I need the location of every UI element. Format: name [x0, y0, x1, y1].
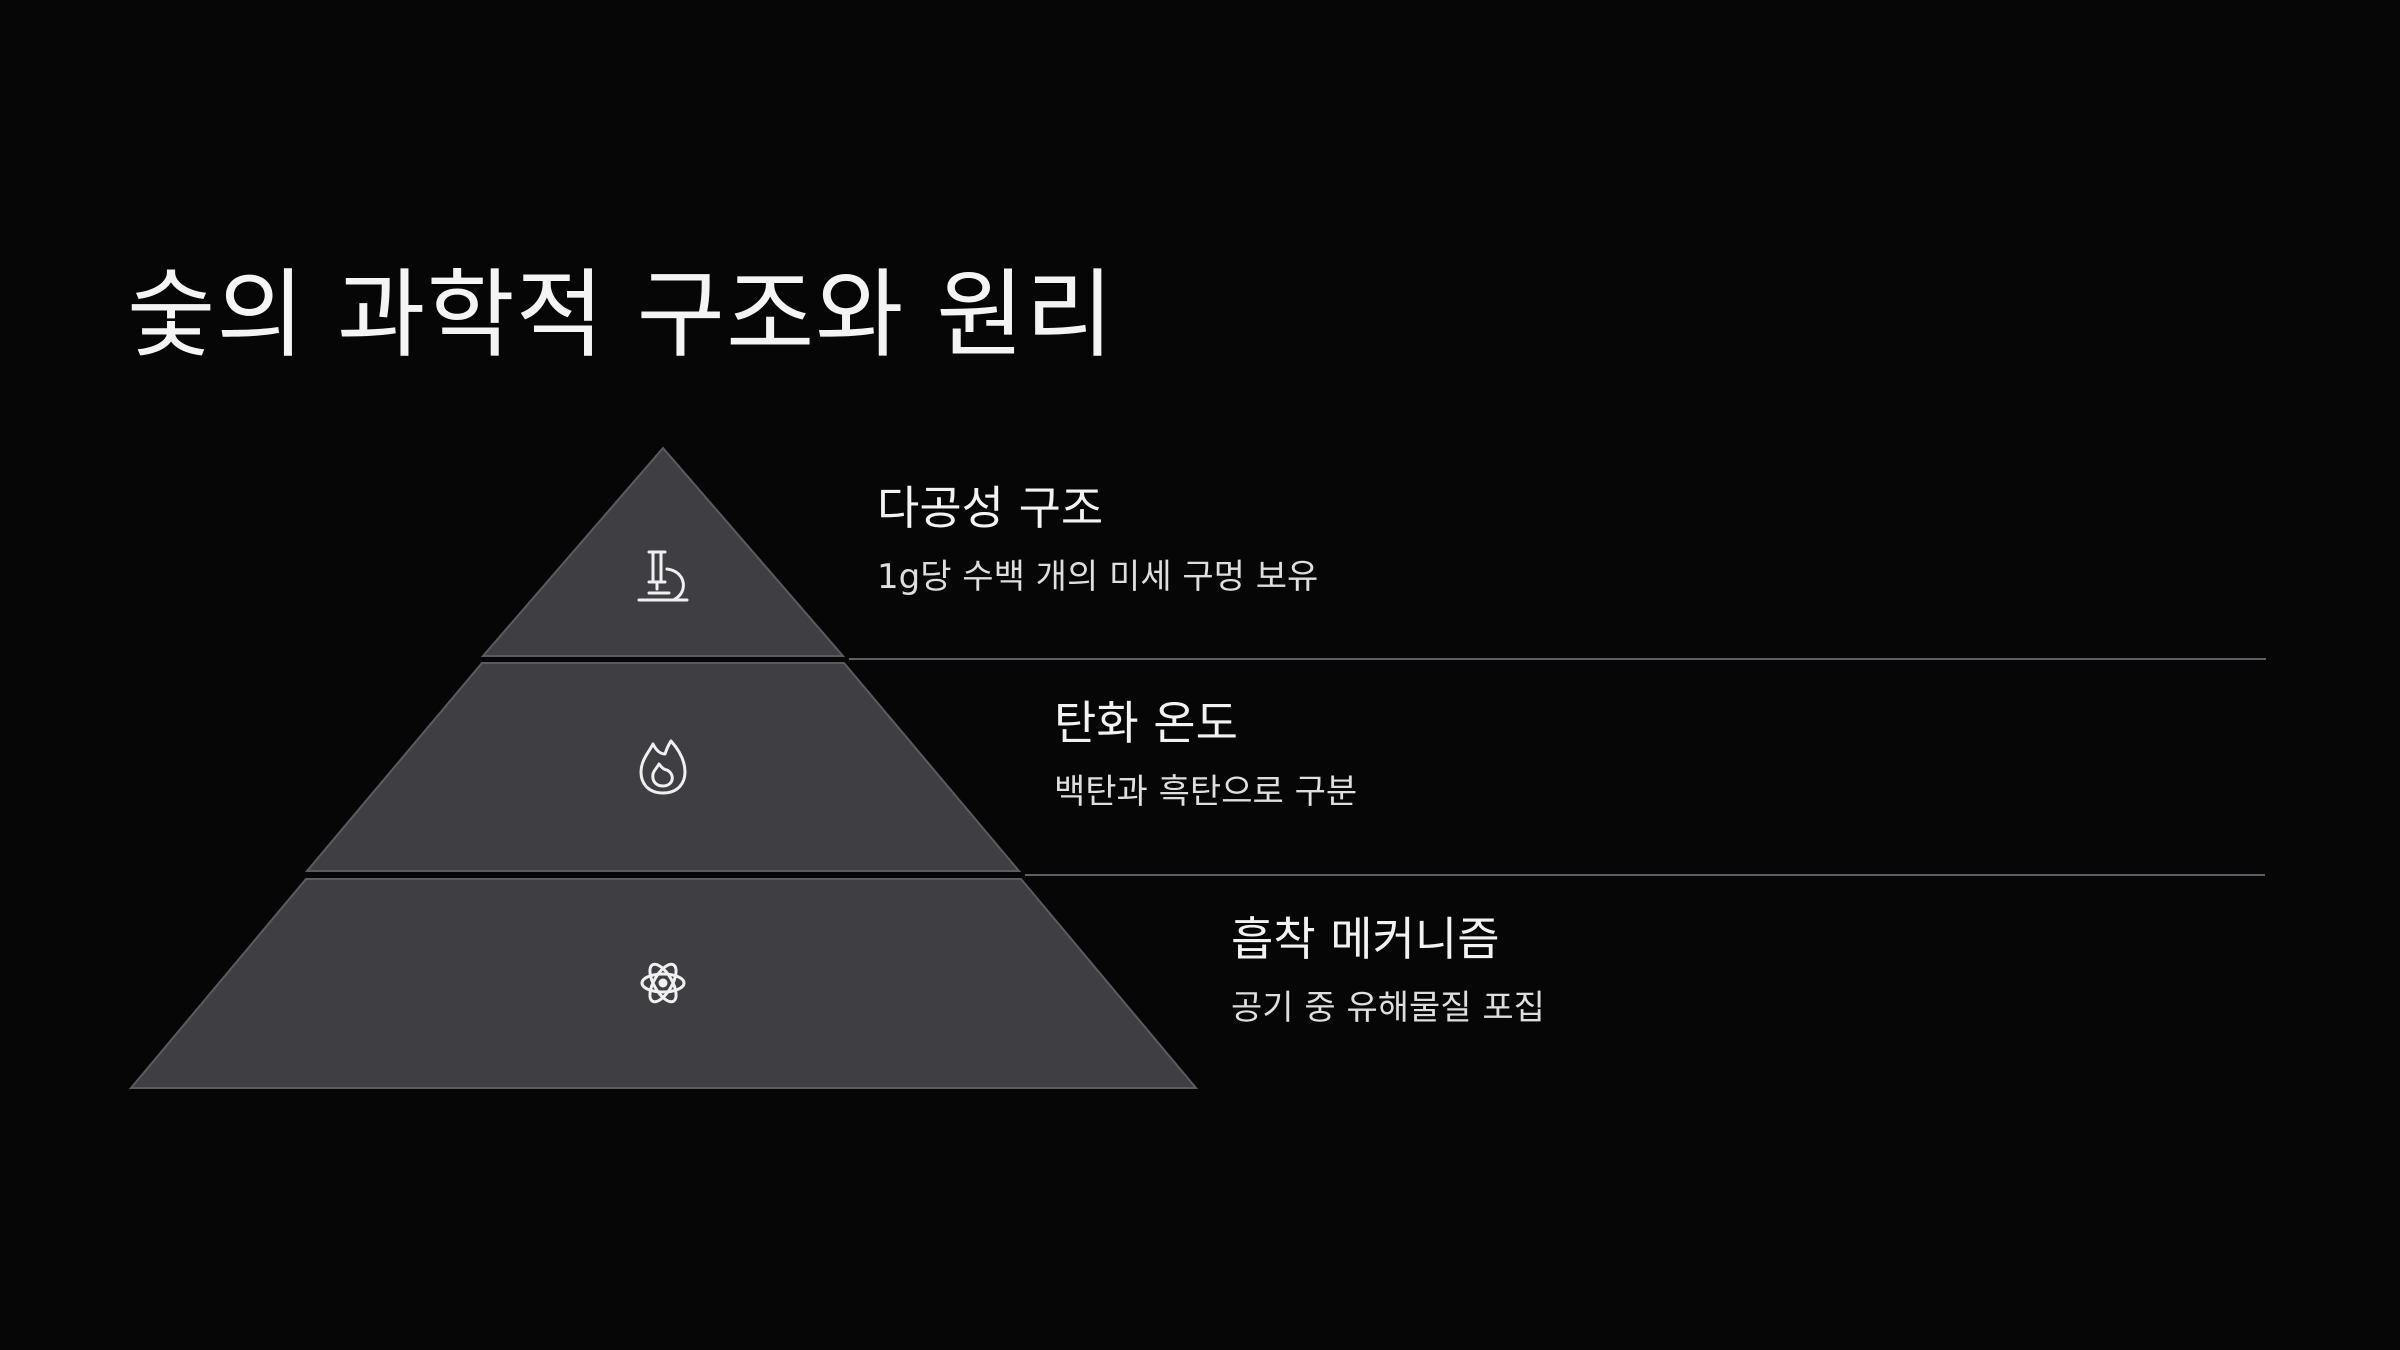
level-label-1: 다공성 구조 1g당 수백 개의 미세 구멍 보유 — [877, 479, 1318, 599]
divider-line — [1025, 874, 2265, 876]
level-label-3: 흡착 메커니즘 공기 중 유해물질 포집 — [1231, 910, 1545, 1030]
level-description: 1g당 수백 개의 미세 구멍 보유 — [877, 557, 1319, 597]
microscope-icon — [637, 550, 689, 602]
level-description: 백탄과 흑탄으로 구분 — [1054, 772, 1358, 812]
level-heading: 다공성 구조 — [877, 481, 1104, 535]
flame-icon — [639, 739, 687, 795]
slide-title: 숯의 과학적 구조와 원리 — [127, 259, 1115, 371]
level-heading: 흡착 메커니즘 — [1231, 912, 1500, 966]
level-label-2: 탄화 온도 백탄과 흑탄으로 구분 — [1054, 694, 1357, 814]
divider-line — [849, 658, 2266, 660]
atom-icon — [640, 962, 686, 1004]
level-heading: 탄화 온도 — [1054, 696, 1238, 750]
level-description: 공기 중 유해물질 포집 — [1231, 988, 1545, 1028]
